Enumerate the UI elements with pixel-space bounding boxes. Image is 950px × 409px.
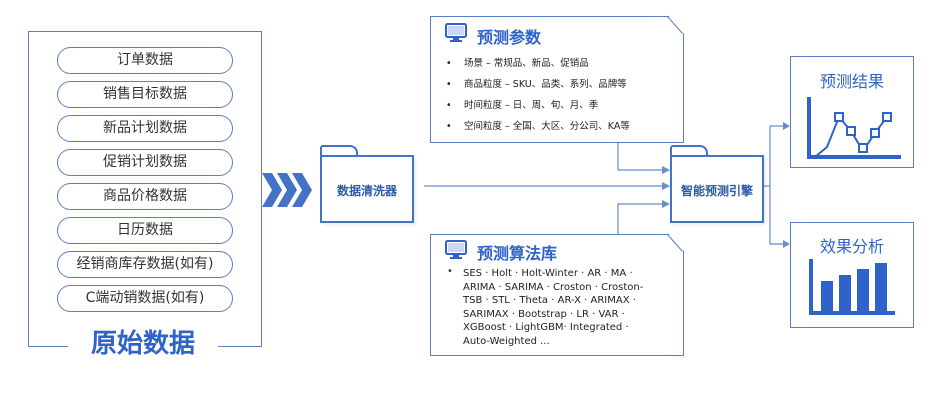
data-cleaner-folder: 数据清洗器 — [320, 145, 416, 225]
params-list: 场景 – 常规品、新品、促销品 商品粒度 – SKU、品类、系列、品牌等 时间粒… — [442, 55, 630, 136]
params-item: 空间粒度 – 全国、大区、分公司、KA等 — [442, 118, 630, 136]
forecast-result-box: 预测结果 — [790, 56, 914, 168]
algo-line: SES · Holt · Holt-Winter · AR · MA · — [463, 268, 633, 279]
raw-data-item: 商品价格数据 — [57, 183, 233, 210]
forecast-engine-label: 智能预测引擎 — [680, 184, 753, 198]
algo-bullet: • — [447, 266, 453, 277]
algo-line: XGBoost · LightGBM· Integrated · — [463, 322, 629, 333]
params-item: 时间粒度 – 日、周、旬、月、季 — [442, 97, 630, 115]
forecast-engine-folder: 智能预测引擎 — [670, 145, 766, 225]
raw-data-item: C端动销数据(如有) — [57, 285, 233, 312]
algo-line: TSB · STL · Theta · AR-X · ARIMAX · — [463, 295, 636, 306]
raw-data-item: 日历数据 — [57, 217, 233, 244]
params-item: 场景 – 常规品、新品、促销品 — [442, 55, 630, 73]
data-cleaner-label: 数据清洗器 — [336, 184, 397, 198]
monitor-icon — [445, 23, 467, 42]
algo-line: SARIMAX · Bootstrap · LR · VAR · — [463, 308, 625, 320]
raw-data-item: 销售目标数据 — [57, 81, 233, 108]
params-title: 预测参数 — [477, 28, 542, 47]
chevron-arrows-icon — [262, 173, 312, 207]
line-chart-icon — [807, 97, 901, 159]
monitor-icon — [445, 240, 467, 259]
bar-chart-icon — [809, 259, 895, 315]
forecast-result-title: 预测结果 — [819, 72, 884, 91]
algo-list: SES · Holt · Holt-Winter · AR · MA · ARI… — [463, 267, 643, 348]
raw-data-item: 订单数据 — [57, 47, 233, 74]
raw-data-title: 原始数据 — [68, 327, 218, 361]
algo-title: 预测算法库 — [477, 244, 558, 263]
raw-data-panel: 订单数据 销售目标数据 新品计划数据 促销计划数据 商品价格数据 日历数据 经销… — [28, 31, 262, 347]
algo-card — [430, 234, 684, 356]
algo-line: Auto-Weighted ... — [463, 335, 550, 347]
analysis-title: 效果分析 — [819, 237, 884, 256]
raw-data-item: 促销计划数据 — [57, 149, 233, 176]
raw-data-item: 新品计划数据 — [57, 115, 233, 142]
raw-data-item: 经销商库存数据(如有) — [57, 251, 233, 278]
params-item: 商品粒度 – SKU、品类、系列、品牌等 — [442, 76, 630, 94]
analysis-box: 效果分析 — [790, 222, 914, 328]
algo-line: ARIMA · SARIMA · Croston · Croston- — [463, 281, 644, 293]
